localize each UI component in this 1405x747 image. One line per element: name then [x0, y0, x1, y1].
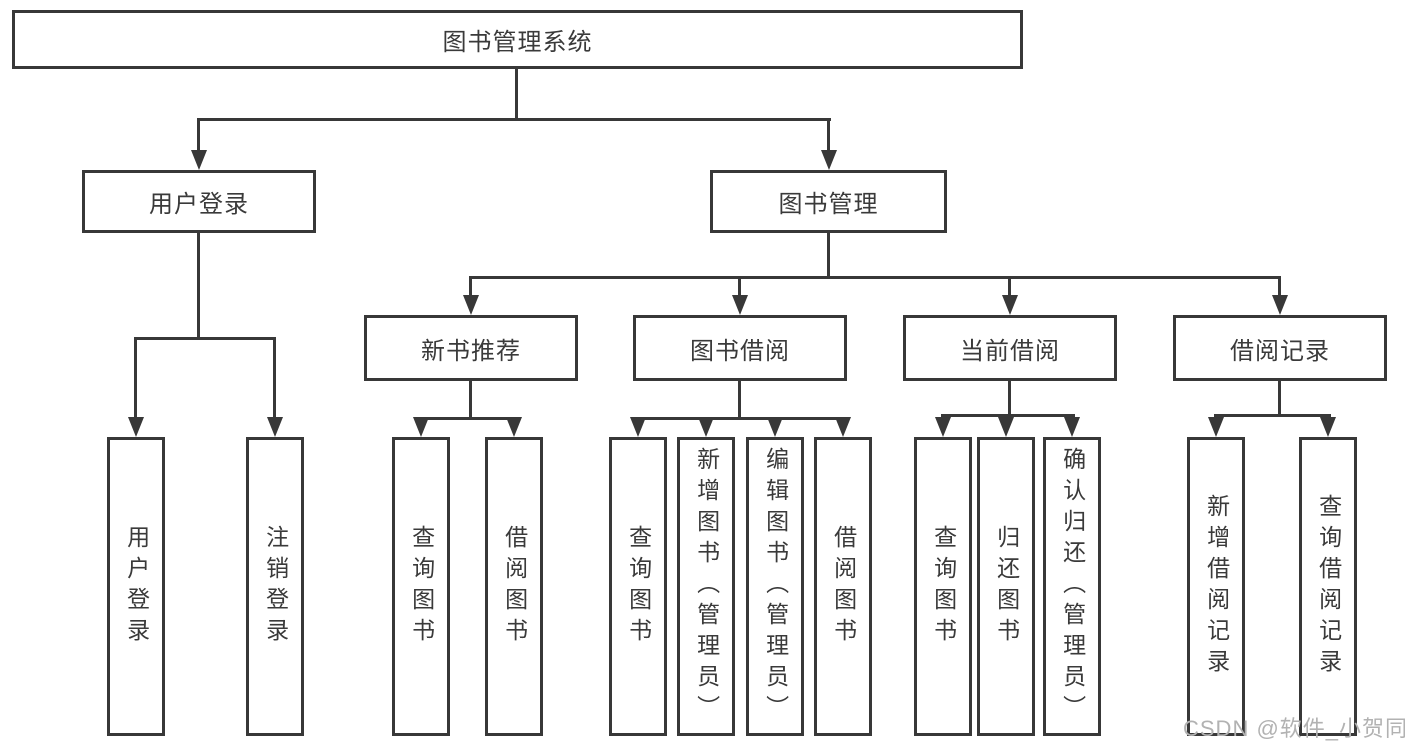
node-book-borrowing: 图书借阅 [633, 315, 847, 381]
leaf-query-books-current: 查询图书 [914, 437, 972, 736]
arrow-down-icon [191, 150, 207, 170]
leaf-edit-books-admin-label: 编辑图书（管理员） [762, 447, 789, 726]
arrow-down-icon [998, 417, 1014, 437]
leaf-borrow-books-borrowing: 借阅图书 [814, 437, 872, 736]
node-book-management: 图书管理 [710, 170, 947, 233]
connector-line [134, 337, 276, 340]
leaf-return-books: 归还图书 [977, 437, 1035, 736]
leaf-borrow-books-recommend-label: 借阅图书 [501, 524, 528, 649]
arrow-down-icon [1320, 417, 1336, 437]
node-book-borrowing-label: 图书借阅 [690, 337, 790, 365]
connector-line [469, 276, 1281, 279]
connector-line [738, 381, 741, 419]
leaf-query-books-borrowing: 查询图书 [609, 437, 667, 736]
arrow-down-icon [1002, 295, 1018, 315]
arrow-down-icon [463, 295, 479, 315]
arrow-down-icon [732, 295, 748, 315]
connector-line [1214, 414, 1331, 417]
node-current-borrowing-label: 当前借阅 [960, 337, 1060, 365]
arrow-down-icon [835, 417, 851, 437]
connector-line [134, 337, 137, 419]
arrow-down-icon [128, 417, 144, 437]
leaf-query-books-recommend-label: 查询图书 [408, 524, 435, 649]
arrow-down-icon [506, 417, 522, 437]
leaf-query-books-recommend: 查询图书 [392, 437, 450, 736]
leaf-borrow-books-recommend: 借阅图书 [485, 437, 543, 736]
connector-line [469, 276, 472, 299]
leaf-user-login-label: 用户登录 [123, 524, 150, 649]
leaf-edit-books-admin: 编辑图书（管理员） [746, 437, 804, 736]
arrow-down-icon [767, 417, 783, 437]
node-user-login-label: 用户登录 [149, 191, 249, 218]
connector-line [469, 381, 472, 419]
node-book-management-label: 图书管理 [778, 191, 879, 218]
leaf-add-borrow-record: 新增借阅记录 [1187, 437, 1245, 736]
connector-line [197, 118, 200, 154]
leaf-query-books-borrowing-label: 查询图书 [625, 524, 652, 649]
arrow-down-icon [267, 417, 283, 437]
node-borrowing-records: 借阅记录 [1173, 315, 1387, 381]
arrow-down-icon [1272, 295, 1288, 315]
connector-line [197, 118, 831, 121]
node-new-book-recommendation: 新书推荐 [364, 315, 578, 381]
leaf-query-borrow-record: 查询借阅记录 [1299, 437, 1357, 736]
arrow-down-icon [698, 417, 714, 437]
arrow-down-icon [1208, 417, 1224, 437]
leaf-confirm-return-admin: 确认归还（管理员） [1043, 437, 1101, 736]
node-new-book-recommendation-label: 新书推荐 [421, 337, 521, 365]
connector-line [827, 118, 830, 154]
node-library-management-system-label: 图书管理系统 [442, 29, 593, 56]
leaf-borrow-books-borrowing-label: 借阅图书 [830, 524, 857, 649]
connector-line [515, 68, 518, 121]
connector-line [273, 337, 276, 419]
leaf-query-borrow-record-label: 查询借阅记录 [1315, 493, 1342, 680]
node-user-login: 用户登录 [82, 170, 316, 233]
connector-line [1278, 276, 1281, 299]
connector-line [1278, 381, 1281, 417]
connector-line [738, 276, 741, 299]
arrow-down-icon [821, 150, 837, 170]
leaf-user-login: 用户登录 [107, 437, 165, 736]
leaf-add-books-admin: 新增图书（管理员） [677, 437, 735, 736]
node-library-management-system: 图书管理系统 [12, 10, 1023, 69]
arrow-down-icon [413, 417, 429, 437]
leaf-add-borrow-record-label: 新增借阅记录 [1203, 493, 1230, 680]
connector-line [1008, 381, 1011, 417]
connector-line [419, 417, 516, 420]
leaf-return-books-label: 归还图书 [993, 524, 1020, 649]
arrow-down-icon [630, 417, 646, 437]
csdn-watermark: CSDN @软件_小贺同学 [1183, 716, 1405, 741]
node-borrowing-records-label: 借阅记录 [1230, 337, 1330, 365]
connector-line [827, 233, 830, 279]
leaf-logout: 注销登录 [246, 437, 304, 736]
connector-line [1008, 276, 1011, 299]
arrow-down-icon [1064, 417, 1080, 437]
arrow-down-icon [935, 417, 951, 437]
leaf-confirm-return-admin-label: 确认归还（管理员） [1059, 447, 1086, 726]
leaf-logout-label: 注销登录 [262, 524, 289, 649]
leaf-add-books-admin-label: 新增图书（管理员） [693, 447, 720, 726]
leaf-query-books-current-label: 查询图书 [930, 524, 957, 649]
connector-line [636, 417, 845, 420]
connector-line [941, 414, 1075, 417]
node-current-borrowing: 当前借阅 [903, 315, 1117, 381]
connector-line [197, 233, 200, 340]
